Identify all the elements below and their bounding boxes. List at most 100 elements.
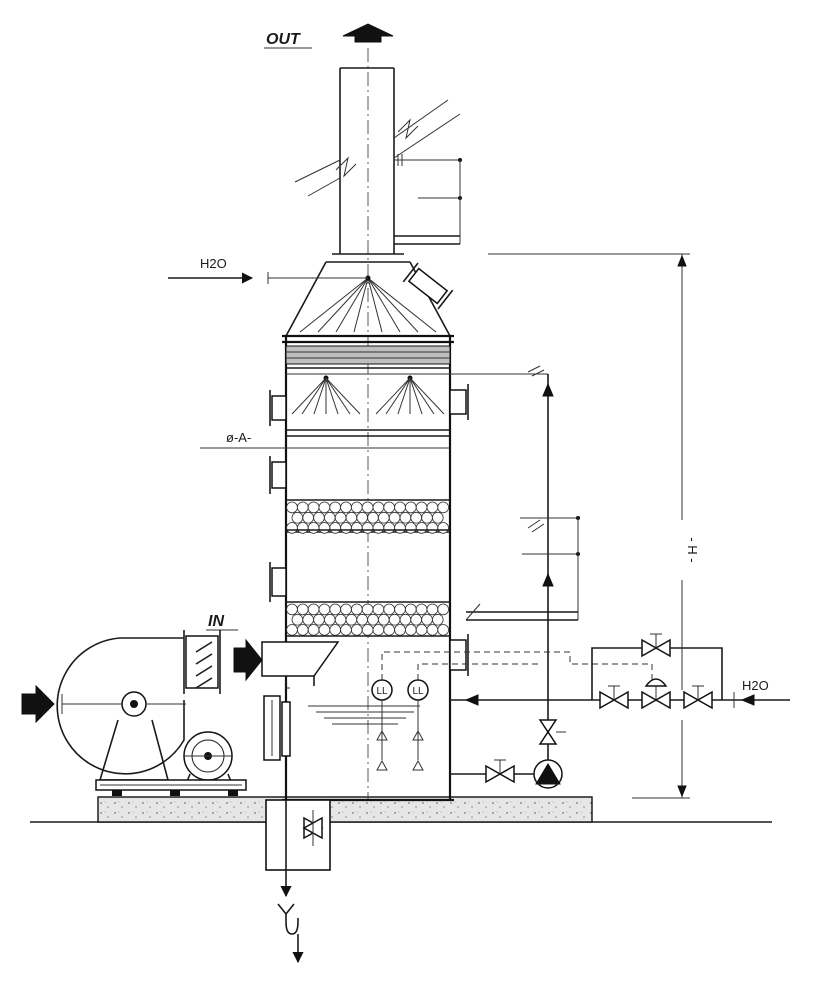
fan-skid-base [95,779,247,796]
packing-ring [410,511,423,524]
packing-ring [286,522,298,534]
packing-ring [307,522,320,534]
packing-ring [415,603,428,616]
packing-ring [350,522,363,534]
packing-ring [367,511,379,524]
outlet-label: OUT [266,31,301,48]
tower-cone-top [285,253,454,337]
packing-ring [361,603,374,616]
packing-ring [399,511,412,524]
packing-ring [307,501,320,514]
manifold-control-valve [641,678,671,710]
inlet-arrow-duct [233,638,263,682]
packing-ring [404,522,417,534]
packing-ring [372,522,385,534]
exhaust-stack [294,67,461,254]
height-label: - H - [685,537,700,562]
packing-ring [426,501,439,514]
packing-ring [383,624,396,636]
inlet-duct-damper [183,630,221,694]
recirculation-piping [527,365,554,770]
packing-ring [356,511,369,524]
control-signal-lines [381,651,653,680]
packing-ring [345,511,358,524]
packing-ring [372,501,385,514]
packing-ring [361,522,374,534]
outlet-arrow [342,23,394,43]
packing-ring [296,501,309,514]
inlet-label: IN [208,613,224,630]
packing-ring [394,603,406,616]
packing-ring [426,522,439,534]
pump-suction-valve [485,759,515,784]
packing-ring [334,613,347,626]
packing-ring [302,613,315,626]
packing-ring [329,501,342,514]
svg-text:LL: LL [412,686,424,697]
diameter-label: ø-A- [226,430,251,445]
packing-ring [296,603,309,616]
packing-ring [340,624,352,636]
packing-ring [296,522,309,534]
packing-ring [394,522,406,534]
packing-ring [394,624,406,636]
packing-ring [426,603,439,616]
packing-ring [437,624,450,636]
packing-ring [394,501,406,514]
packing-bed-upper [286,501,450,534]
recirculation-pump [533,759,563,789]
packing-ring [356,613,369,626]
sump-water-level [308,705,420,725]
packing-ring [323,511,336,524]
packing-ring [415,501,428,514]
packing-ring [388,613,401,626]
packing-ring [388,511,401,524]
water-top-label: H2O [200,256,227,271]
packing-ring [350,624,363,636]
packing-bed-lower [286,603,450,636]
svg-text:LL: LL [376,686,388,697]
packing-ring [383,501,396,514]
packing-ring [421,511,433,524]
level-markers [376,729,424,771]
manifold-valve-3 [683,685,713,710]
packing-ring [437,603,450,616]
packing-ring [340,501,352,514]
packing-ring [291,613,304,626]
packing-ring [377,511,390,524]
packing-ring [286,603,298,616]
packing-ring [340,522,352,534]
packing-ring [383,522,396,534]
gas-inlet-hood [261,641,340,686]
packing-ring [307,624,320,636]
packing-ring [361,501,374,514]
centrifugal-fan [56,637,186,781]
packing-ring [415,624,428,636]
packing-ring [404,624,417,636]
packing-ring [367,613,379,626]
packing-ring [404,501,417,514]
height-dimension [488,253,690,799]
packing-ring [426,624,439,636]
packing-ring [318,501,331,514]
packing-ring [313,613,325,626]
packing-ring [318,522,331,534]
manifold-valve-1 [599,685,629,710]
packing-ring [329,603,342,616]
packing-ring [291,511,304,524]
level-switch-2: LL [407,679,429,760]
packing-ring [431,511,444,524]
packing-ring [372,624,385,636]
packing-ring [286,501,298,514]
packing-ring [318,603,331,616]
sump-level-gauge [263,687,291,761]
packing-ring [340,603,352,616]
packing-ring [307,603,320,616]
pump-discharge-valve [538,719,566,745]
packing-ring [302,511,315,524]
packing-ring [350,603,363,616]
packing-ring [329,624,342,636]
spray-nozzle-left [291,375,361,415]
stack-instrument-taps [394,154,462,245]
